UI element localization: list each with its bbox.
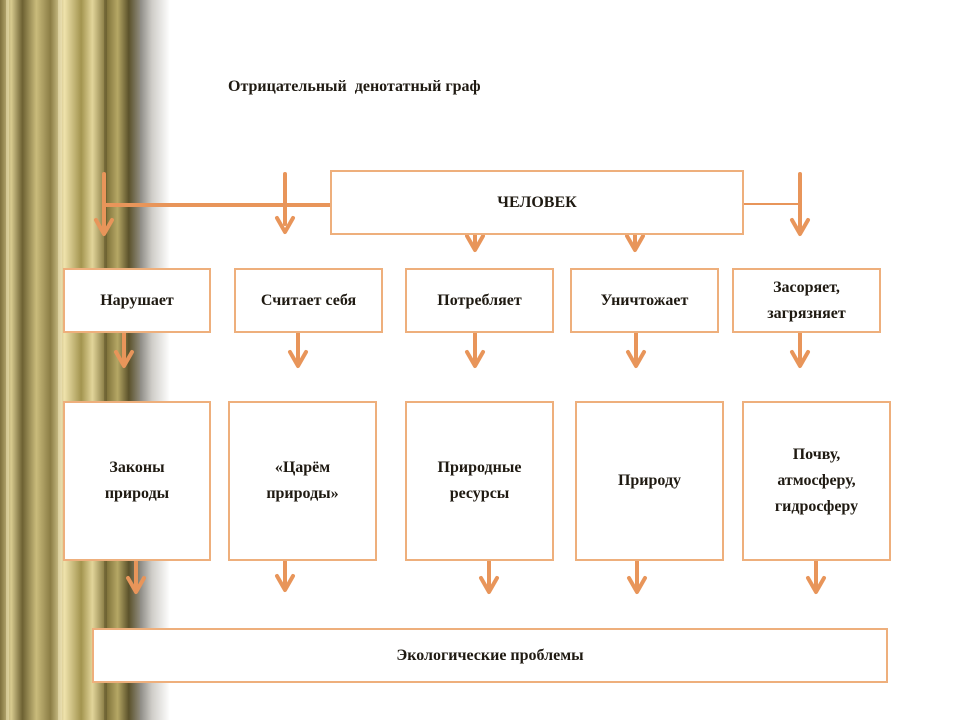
object-node-label: Природные ресурсы bbox=[437, 459, 522, 502]
object-node-label: Почву, атмосферу, гидросферу bbox=[774, 446, 859, 515]
object-node-label: Природу bbox=[617, 472, 682, 489]
diagram-title: Отрицательный денотатный граф bbox=[228, 78, 481, 95]
action-node-label: Потребляет bbox=[437, 291, 522, 309]
object-node-2: «Царём природы» bbox=[228, 401, 377, 561]
result-node-label: Экологические проблемы bbox=[396, 646, 584, 664]
action-node-label: Уничтожает bbox=[600, 291, 689, 309]
action-node-1: Нарушает bbox=[63, 268, 211, 333]
root-node-label: ЧЕЛОВЕК bbox=[497, 193, 577, 211]
action-node-label: Считает себя bbox=[260, 291, 357, 309]
action-node-label: Нарушает bbox=[100, 291, 174, 309]
root-node: ЧЕЛОВЕК bbox=[330, 170, 744, 235]
object-node-3: Природные ресурсы bbox=[405, 401, 554, 561]
object-node-1: Законы природы bbox=[63, 401, 211, 561]
result-node: Экологические проблемы bbox=[92, 628, 888, 683]
action-node-label: Засоряет, загрязняет bbox=[767, 278, 846, 322]
action-node-5: Засоряет, загрязняет bbox=[732, 268, 881, 333]
object-node-label: Законы природы bbox=[104, 459, 170, 502]
object-node-5: Почву, атмосферу, гидросферу bbox=[742, 401, 891, 561]
object-node-label: «Царём природы» bbox=[266, 459, 339, 502]
action-node-3: Потребляет bbox=[405, 268, 554, 333]
object-node-4: Природу bbox=[575, 401, 724, 561]
action-node-4: Уничтожает bbox=[570, 268, 719, 333]
action-node-2: Считает себя bbox=[234, 268, 383, 333]
